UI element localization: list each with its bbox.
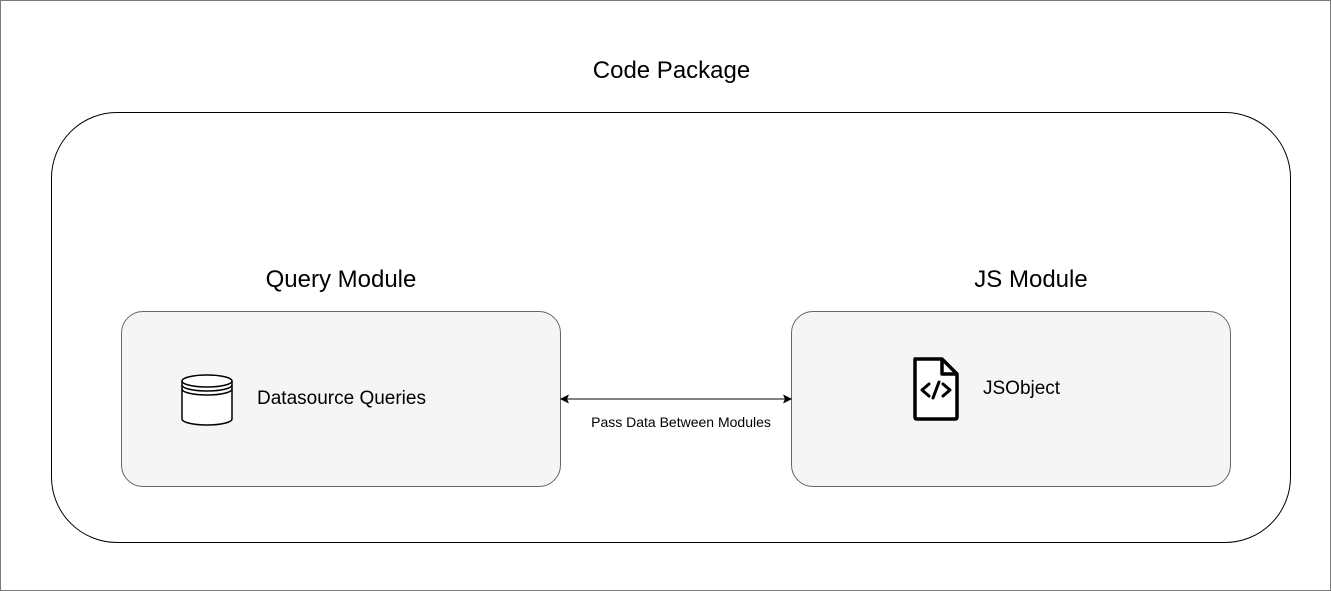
database-icon [181, 374, 233, 426]
jsobject-label: JSObject [983, 378, 1061, 399]
connector-label: Pass Data Between Modules [591, 414, 771, 430]
datasource-queries-label: Datasource Queries [257, 388, 426, 409]
js-module-title: JS Module [974, 266, 1088, 293]
bidirectional-arrow [559, 394, 793, 404]
js-module-box [791, 311, 1231, 487]
query-module-title: Query Module [265, 266, 417, 293]
code-file-icon [913, 357, 959, 421]
package-title: Code Package [592, 57, 751, 84]
